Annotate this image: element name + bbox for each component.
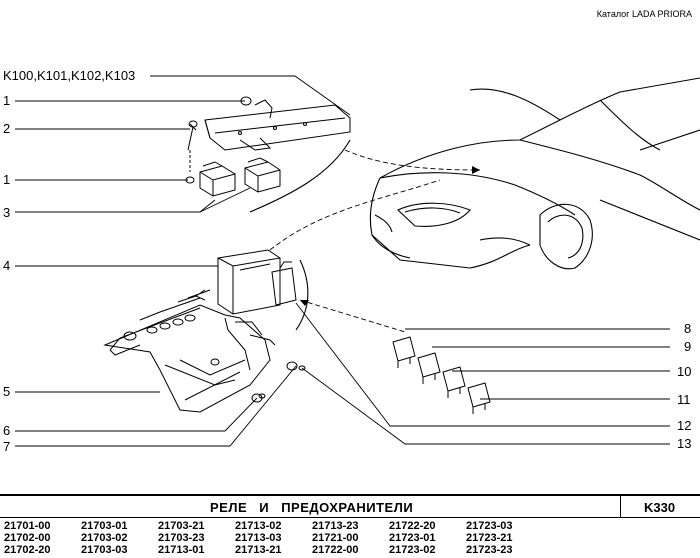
callout-group-label: K100,K101,K102,K103 [3,68,136,83]
model-code: 21703-21 [158,520,205,532]
callout-8: 8 [684,321,692,336]
washers-rings [146,314,196,334]
car-outline [369,77,700,270]
model-code: 21723-21 [466,532,513,544]
leader-lines [15,75,670,447]
model-code: 21701-00 [4,520,51,532]
model-code: 21713-03 [235,532,282,544]
model-code: 21703-02 [81,532,128,544]
leader-3 [15,199,216,213]
separation-arcs [249,139,351,331]
model-code: 21722-20 [389,520,436,532]
callout-12: 12 [677,418,692,433]
arrowheads [300,166,480,306]
callout-3: 3 [3,205,11,220]
small-relays [199,157,281,197]
model-code: 21702-00 [4,532,51,544]
callout-2: 2 [3,121,11,136]
model-code: 21723-02 [389,544,436,556]
model-code: 21723-03 [466,520,513,532]
leader-group [150,75,351,116]
model-code: 21703-03 [81,544,128,556]
callout-1b: 1 [3,172,11,187]
title-divider [620,496,621,518]
mounting-block [217,249,297,315]
model-code: 21723-01 [389,532,436,544]
callout-9: 9 [684,339,692,354]
model-code: 21713-21 [235,544,282,556]
leader-3b [199,187,251,213]
fuses [392,336,491,414]
model-code: 21702-20 [4,544,51,556]
model-code: 21713-02 [235,520,282,532]
relay-bracket [204,99,351,151]
callout-5: 5 [3,384,11,399]
title-bar: РЕЛЕ И ПРЕДОХРАНИТЕЛИ K330 [0,494,700,518]
bracket-assembly [103,289,276,413]
leader-12 [295,302,670,427]
leader-6 [15,397,258,432]
model-code: 21722-00 [312,544,359,556]
leader-7 [15,365,297,447]
model-code: 21703-01 [81,520,128,532]
callout-11: 11 [677,392,691,407]
callout-1a: 1 [3,93,11,108]
callout-6: 6 [3,423,11,438]
exploded-assembly-drawing [15,75,700,447]
callout-7: 7 [3,439,11,454]
dashed-links [269,149,481,333]
nuts-bottom [251,361,306,403]
section-code: K330 [644,500,676,515]
catalog-header: Каталог LADA PRIORA [596,9,692,19]
model-code: 21713-01 [158,544,205,556]
model-code: 21713-23 [312,520,359,532]
nut-screw-top [185,96,252,184]
model-code: 21721-00 [312,532,359,544]
callout-13: 13 [677,436,692,451]
leader-13 [301,367,670,445]
model-code: 21703-23 [158,532,205,544]
callout-4: 4 [3,258,11,273]
model-applicability-list: 21701-00 21703-01 21703-21 21713-02 2171… [4,520,700,556]
callout-10: 10 [677,364,692,379]
model-code: 21723-23 [466,544,513,556]
section-title: РЕЛЕ И ПРЕДОХРАНИТЕЛИ [210,500,414,515]
